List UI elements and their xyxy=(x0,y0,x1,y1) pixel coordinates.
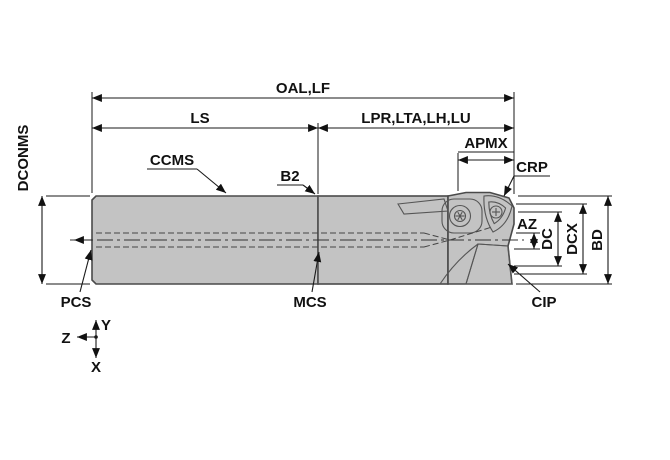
dim-label-b2: B2 xyxy=(280,168,299,185)
flute-curve xyxy=(439,243,479,285)
dimension-dc: DC xyxy=(539,212,562,266)
dimension-az: AZ xyxy=(517,216,538,249)
dim-label-ccms: CCMS xyxy=(150,152,194,169)
dimension-dconms: DCONMS xyxy=(15,125,46,284)
axis-label-y: Y xyxy=(101,317,111,334)
tool-drawing xyxy=(70,191,524,285)
dim-label-az: AZ xyxy=(517,216,537,233)
label-ccms: CCMS xyxy=(147,152,227,194)
dimension-dcx: DCX xyxy=(564,204,587,274)
cutting-insert xyxy=(483,195,513,233)
label-b2: B2 xyxy=(277,168,316,195)
coordinate-axes: Z Y X xyxy=(61,317,111,376)
insert-outer-edge xyxy=(483,195,513,233)
dim-label-dc: DC xyxy=(539,228,556,250)
dim-label-bd: BD xyxy=(589,229,606,251)
dim-label-ls: LS xyxy=(190,110,209,127)
axis-label-x: X xyxy=(91,359,101,376)
label-cip: CIP xyxy=(507,263,557,311)
dim-label-apmx: APMX xyxy=(464,135,507,152)
label-pcs: PCS xyxy=(61,249,93,311)
dim-label-cip: CIP xyxy=(531,294,556,311)
coolant-bore-hidden-lines xyxy=(96,226,493,248)
dimension-lpr: LPR,LTA,LH,LU xyxy=(318,110,514,132)
clamp-screw xyxy=(448,204,472,228)
dimension-bd: BD xyxy=(589,196,612,284)
label-mcs: MCS xyxy=(293,251,327,311)
dimension-crp: CRP xyxy=(503,159,550,197)
dim-label-pcs: PCS xyxy=(61,294,92,311)
dimension-oal: OAL,LF xyxy=(92,80,514,102)
dimension-ls: LS xyxy=(92,110,318,132)
dimension-apmx: APMX xyxy=(458,135,514,164)
dim-label-oal: OAL,LF xyxy=(276,80,330,97)
section-hatch xyxy=(465,243,513,285)
dim-label-dconms: DCONMS xyxy=(15,125,32,192)
insert-pocket xyxy=(441,198,483,234)
chip-gash xyxy=(397,198,449,215)
dim-label-lpr: LPR,LTA,LH,LU xyxy=(361,110,470,127)
dim-label-dcx: DCX xyxy=(564,223,581,255)
dim-label-crp: CRP xyxy=(516,159,548,176)
insert-screw xyxy=(489,205,503,219)
dim-label-mcs: MCS xyxy=(293,294,326,311)
extension-lines xyxy=(46,92,612,285)
axis-label-z: Z xyxy=(61,330,70,347)
